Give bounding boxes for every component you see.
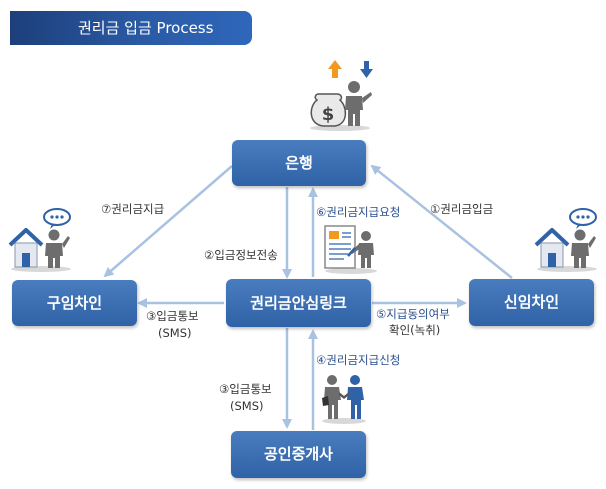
step-5-sub-label: 확인(녹취) bbox=[389, 323, 441, 337]
step-1-label: ①권리금입금 bbox=[430, 202, 494, 216]
page-title: 권리금 입금 Process bbox=[10, 11, 252, 45]
step-3a-label: ③입금통보 bbox=[146, 309, 199, 323]
arrow-step-7 bbox=[103, 165, 233, 278]
step-3b-label: ③입금통보 bbox=[219, 382, 272, 396]
document-pen-icon bbox=[324, 225, 377, 274]
step-3a-sub-label: (SMS) bbox=[158, 326, 192, 340]
step-5-label: ⑤지급동의여부 bbox=[376, 307, 450, 321]
step-7-label: ⑦권리금지급 bbox=[101, 202, 165, 216]
node-broker: 공인중개사 bbox=[231, 431, 366, 478]
money-bag-person-icon: $ bbox=[310, 60, 373, 131]
handshake-people-icon bbox=[322, 375, 366, 424]
step-4-label: ④권리금지급신청 bbox=[316, 353, 401, 367]
svg-text:$: $ bbox=[322, 104, 335, 125]
node-prospective-tenant: 구임차인 bbox=[12, 280, 137, 326]
house-person-speech-icon bbox=[534, 208, 597, 272]
house-person-speech-icon bbox=[8, 208, 71, 272]
step-2-label: ②입금정보전송 bbox=[204, 248, 278, 262]
node-new-tenant: 신임차인 bbox=[469, 279, 594, 326]
arrow-step-1 bbox=[370, 164, 513, 279]
node-bank: 은행 bbox=[232, 140, 366, 186]
step-3b-sub-label: (SMS) bbox=[230, 399, 264, 413]
step-6-label: ⑥권리금지급요청 bbox=[316, 205, 401, 219]
node-platform: 권리금안심링크 bbox=[226, 279, 371, 327]
